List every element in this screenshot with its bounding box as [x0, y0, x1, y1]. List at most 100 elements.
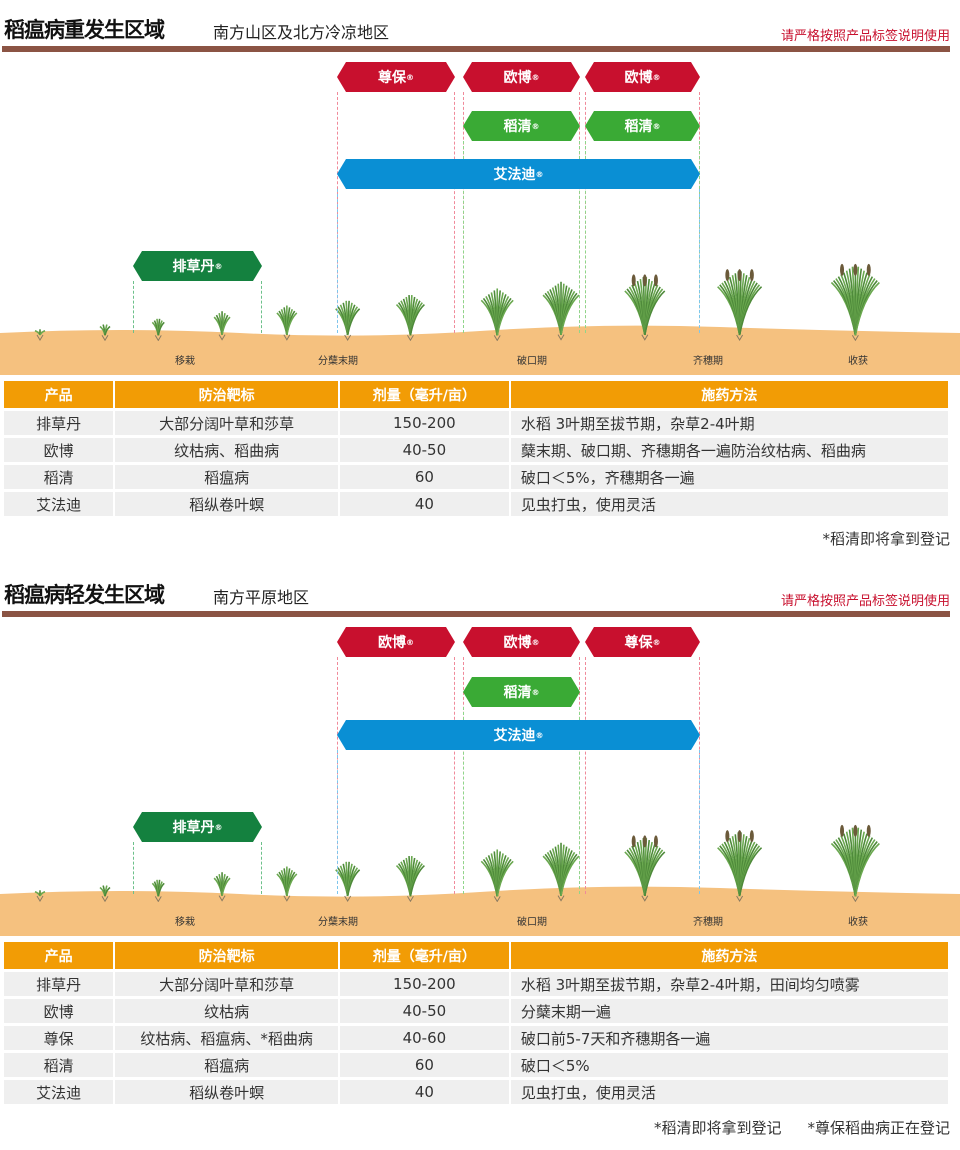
- registered-mark: ®: [531, 121, 540, 131]
- footnote: *稻清即将拿到登记: [822, 530, 950, 548]
- table-cell: 尊保: [4, 1026, 114, 1050]
- registered-mark: ®: [406, 72, 414, 82]
- section-title: 稻瘟病轻发生区域: [4, 583, 165, 607]
- rice-plant-icon: [830, 263, 880, 341]
- section-subtitle: 南方平原地区: [213, 588, 310, 607]
- table-cell: 60: [339, 465, 509, 489]
- table-cell: 破口＜5%: [510, 1053, 948, 1077]
- rice-plant-icon: [151, 879, 165, 902]
- product-chevron-red: 欧博®: [463, 62, 580, 92]
- product-chevron-blue: 艾法迪®: [337, 720, 700, 750]
- table-cell: 大部分阔叶草和莎草: [115, 411, 338, 435]
- rice-plant-icon: [542, 282, 580, 341]
- table-cell: 水稻 3叶期至拔节期，杂草2-4叶期，田间均匀喷雾: [510, 972, 948, 996]
- table-cell: 纹枯病: [115, 999, 338, 1023]
- table-cell: 排草丹: [4, 972, 114, 996]
- table-cell: 稻瘟病: [115, 465, 338, 489]
- product-chevron-red-label: 欧博: [378, 635, 406, 651]
- product-chevron-red: 尊保®: [337, 62, 455, 92]
- product-chevron-herbicide: 排草丹®: [133, 251, 262, 281]
- rice-plant-icon: [480, 849, 514, 902]
- footnote: *稻清即将拿到登记: [653, 1119, 782, 1137]
- registered-mark: ®: [535, 730, 544, 740]
- soil-ground: [0, 886, 960, 936]
- product-chevron-green: 稻清®: [463, 111, 580, 141]
- table-cell: 稻瘟病: [115, 1053, 338, 1077]
- product-chevron-blue-label: 艾法迪: [493, 728, 536, 744]
- timing-guide-line: [337, 750, 338, 894]
- timing-guide-line: [337, 189, 338, 333]
- section-title: 稻瘟病重发生区域: [4, 18, 165, 42]
- table-cell: 纹枯病、稻瘟病、*稻曲病: [115, 1026, 338, 1050]
- product-chevron-herbicide: 排草丹®: [133, 812, 262, 842]
- rice-plant-icon: [717, 269, 763, 341]
- product-chevron-green: 稻清®: [463, 677, 580, 707]
- rice-plant-icon: [276, 305, 298, 341]
- footnotes: *稻清即将拿到登记 *尊保稻曲病正在登记: [628, 1117, 950, 1138]
- registered-mark: ®: [531, 72, 540, 82]
- registered-mark: ®: [652, 121, 661, 131]
- divider-bar: [2, 46, 950, 52]
- growth-stage-label: 收获: [848, 356, 868, 367]
- table-cell: 大部分阔叶草和莎草: [115, 972, 338, 996]
- product-chevron-red-label: 尊保: [378, 70, 406, 86]
- registered-mark: ®: [652, 637, 661, 647]
- section-subtitle: 南方山区及北方冷凉地区: [213, 23, 390, 42]
- footnote: *尊保稻曲病正在登记: [807, 1119, 950, 1137]
- table-cell: 艾法迪: [4, 1080, 114, 1104]
- timing-guide-line: [699, 750, 700, 894]
- table-cell: 见虫打虫，使用灵活: [510, 1080, 948, 1104]
- table-cell: 150-200: [339, 411, 509, 435]
- registered-mark: ®: [214, 822, 223, 832]
- table-cell: 蘖末期、破口期、齐穗期各一遍防治纹枯病、稻曲病: [510, 438, 948, 462]
- timing-guide-line: [133, 281, 134, 333]
- registered-mark: ®: [531, 687, 540, 697]
- product-chevron-red: 欧博®: [585, 62, 700, 92]
- timing-guide-line: [579, 141, 580, 333]
- column-header: 防治靶标: [115, 942, 338, 969]
- registered-mark: ®: [406, 637, 414, 647]
- product-chevron-green-label: 稻清: [624, 119, 653, 135]
- rice-plant-icon: [542, 843, 580, 902]
- table-cell: 稻清: [4, 1053, 114, 1077]
- rice-plant-icon: [335, 861, 361, 902]
- column-header: 防治靶标: [115, 381, 338, 408]
- product-chevron-red: 欧博®: [463, 627, 580, 657]
- table-cell: 分蘖末期一遍: [510, 999, 948, 1023]
- timing-guide-line: [463, 707, 464, 894]
- column-header: 剂量（毫升/亩）: [339, 942, 509, 969]
- growth-stage-label: 分蘖末期: [318, 917, 358, 928]
- rice-plant-icon: [395, 294, 425, 341]
- usage-warning: 请严格按照产品标签说明使用: [780, 594, 950, 609]
- rice-plant-icon: [99, 324, 111, 341]
- table-cell: 稻清: [4, 465, 114, 489]
- timing-guide-line: [133, 842, 134, 894]
- timing-guide-line: [699, 189, 700, 333]
- product-chevron-green: 稻清®: [585, 111, 700, 141]
- timing-guide-line: [261, 842, 262, 894]
- growth-stage-label: 移栽: [175, 917, 195, 928]
- rice-plant-icon: [830, 824, 880, 902]
- product-chevron-blue: 艾法迪®: [337, 159, 700, 189]
- rice-plant-icon: [99, 885, 111, 902]
- rice-plant-icon: [276, 866, 298, 902]
- table-cell: 60: [339, 1053, 509, 1077]
- rice-plant-icon: [34, 890, 46, 902]
- registered-mark: ®: [535, 169, 544, 179]
- rice-plant-icon: [213, 872, 231, 902]
- rice-plant-icon: [34, 329, 46, 341]
- table-cell: 破口＜5%，齐穗期各一遍: [510, 465, 948, 489]
- table-header-row: 产品防治靶标剂量（毫升/亩）施药方法: [4, 942, 948, 969]
- product-chevron-blue-label: 艾法迪: [493, 167, 536, 183]
- soil-ground: [0, 325, 960, 375]
- table-cell: 稻纵卷叶螟: [115, 492, 338, 516]
- rice-plant-icon: [213, 311, 231, 341]
